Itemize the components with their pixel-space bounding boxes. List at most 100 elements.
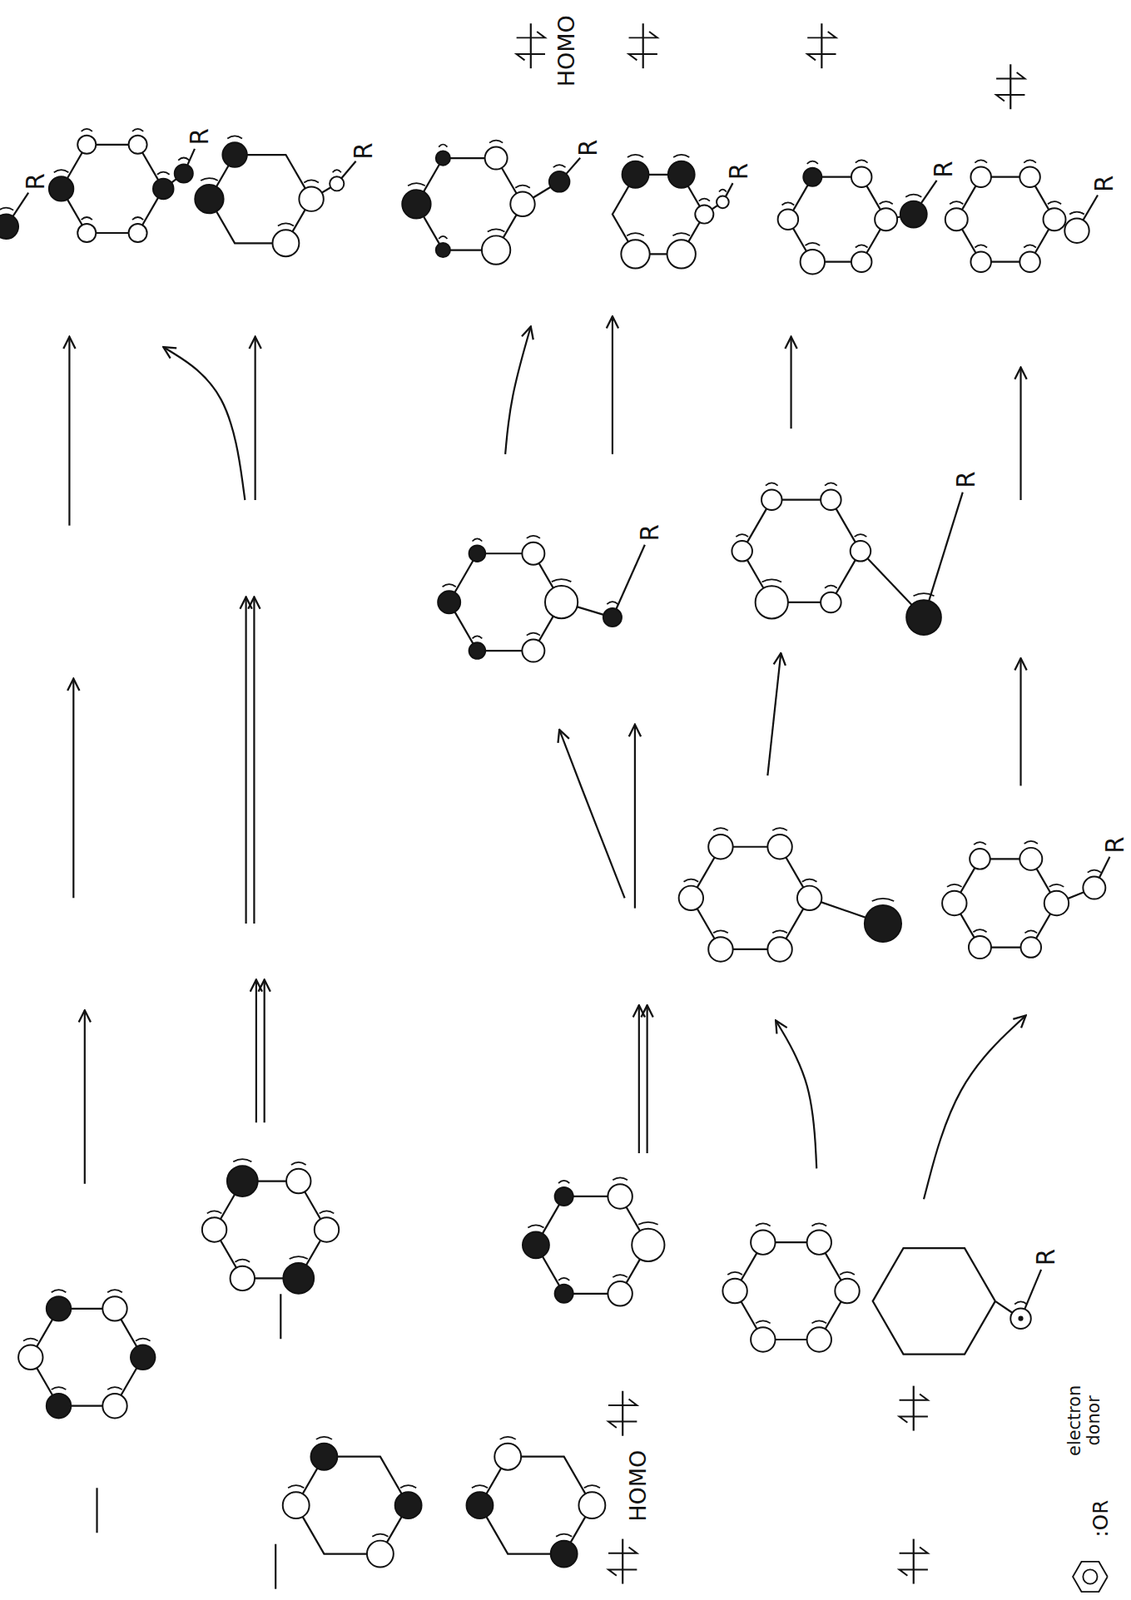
p-orbital: [310, 1443, 338, 1471]
lobe-mark: [974, 159, 988, 163]
lobe-mark: [400, 1485, 417, 1489]
electron-pair-level: [608, 1391, 637, 1437]
correlation-arrow: [611, 316, 614, 455]
lobe-mark: [727, 1272, 743, 1275]
bond: [187, 148, 195, 165]
electron-pair-level: [807, 23, 836, 69]
benzene-ring: [296, 1457, 409, 1555]
p-orbital: [807, 1327, 832, 1352]
p-orbital: [716, 195, 730, 209]
lobe-mark: [612, 1274, 628, 1278]
lobe-mark: [824, 482, 838, 486]
p-orbital: [286, 1169, 311, 1194]
electron-arrow: [608, 1399, 637, 1406]
p-orbital: [77, 223, 96, 243]
level-line: [621, 1539, 624, 1585]
electron-arrow: [629, 31, 658, 38]
p-orbital: [272, 229, 299, 257]
electron-pair-level: [899, 1386, 928, 1432]
p-orbital: [807, 1230, 832, 1255]
p-orbital: [436, 150, 451, 165]
p-orbital: [49, 176, 74, 201]
lobe-mark: [872, 898, 894, 902]
p-orbital: [968, 936, 992, 959]
p-orbital: [481, 235, 511, 264]
p-orbital: [942, 891, 967, 916]
p-orbital: [102, 1393, 127, 1419]
p-orbital: [969, 848, 991, 870]
substituent-label: R: [930, 160, 958, 178]
p-orbital: [731, 540, 753, 562]
benzene-ring: [61, 144, 164, 234]
p-orbital: [314, 1217, 339, 1242]
p-orbital: [1019, 251, 1041, 273]
correlation-arrow: [68, 337, 70, 526]
p-orbital: [800, 249, 825, 274]
benzene-orbital: [778, 159, 938, 274]
lobe-mark: [804, 243, 820, 246]
lobe-mark: [316, 1437, 333, 1440]
p-orbital: [282, 1492, 310, 1519]
bond: [341, 161, 356, 179]
benzene-ring: [30, 1309, 144, 1407]
electron-arrow: [899, 1393, 928, 1400]
lobe-mark: [234, 1259, 250, 1263]
p-orbital: [607, 1281, 632, 1306]
p-orbital: [820, 489, 842, 511]
lobe-mark: [802, 879, 818, 883]
benzene-ring: [873, 1248, 996, 1355]
lobe-mark: [755, 1223, 771, 1226]
lobe-mark: [1024, 930, 1037, 933]
lobe-mark: [973, 842, 987, 845]
p-orbital: [820, 592, 842, 614]
p-orbital: [1082, 877, 1106, 900]
benzene-orbital: [49, 128, 195, 243]
p-orbital: [767, 834, 792, 859]
p-orbital: [761, 489, 783, 511]
lobe-mark: [227, 135, 243, 139]
lobe-mark: [699, 198, 710, 202]
lobe-mark: [289, 1256, 308, 1260]
correlation-arrow: [255, 979, 258, 1123]
p-orbital: [679, 886, 704, 911]
correlation-arrow: [244, 597, 247, 924]
lobe-mark: [515, 185, 531, 189]
electron-pair-level: [899, 1539, 928, 1585]
empty-level: [274, 1544, 277, 1590]
benzene-orbital: [401, 140, 581, 265]
lobe-mark: [713, 828, 729, 831]
level-line: [1009, 64, 1012, 110]
benzene-orbital: [679, 828, 902, 963]
lobe-mark: [319, 1210, 335, 1214]
p-orbital: [555, 1187, 574, 1206]
electron-pair-level: [516, 23, 546, 69]
p-orbital: [622, 161, 650, 189]
p-orbital: [550, 1541, 578, 1568]
lobe-mark: [23, 1339, 39, 1342]
lobe-mark: [638, 1222, 659, 1226]
orbital-label: HOMO: [555, 14, 581, 87]
benzene-ring: [208, 154, 312, 244]
lone-pair-dot: [1017, 1316, 1023, 1322]
p-orbital: [102, 1296, 127, 1321]
substituent-label: R: [351, 142, 378, 159]
lobe-mark: [526, 633, 541, 636]
p-orbital: [282, 1263, 314, 1295]
molecules: [0, 128, 1110, 1593]
lobe-mark: [1087, 870, 1102, 874]
lobe-mark: [1024, 841, 1038, 844]
lobe-mark: [811, 1320, 827, 1324]
lobe-mark: [947, 884, 963, 888]
p-orbital: [778, 208, 799, 230]
correlation-arrow: [505, 326, 531, 454]
bond: [615, 545, 645, 610]
benzene-orbital: [0, 193, 29, 239]
lobe-mark: [291, 1162, 307, 1166]
p-orbital: [0, 214, 19, 239]
correlation-arrow: [1019, 658, 1022, 786]
lobe-mark: [855, 244, 869, 248]
lobe-mark: [81, 217, 93, 220]
note-label: electron donor: [1065, 1379, 1104, 1462]
